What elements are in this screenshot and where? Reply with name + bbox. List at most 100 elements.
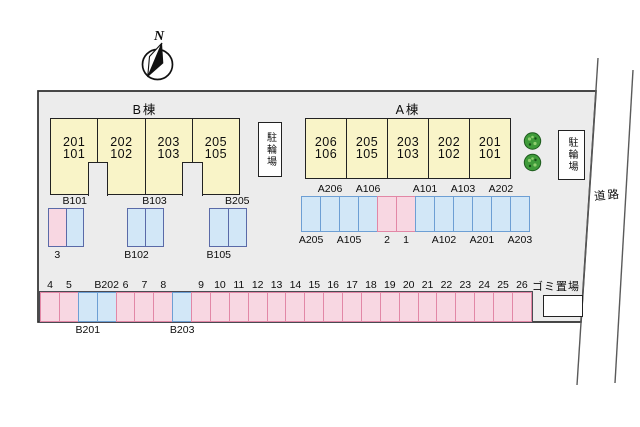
unit-number: 101	[62, 146, 86, 161]
unit-number: 206	[314, 135, 338, 149]
parking-space-4: 4	[40, 279, 61, 322]
unit-number: 103	[396, 146, 420, 161]
parking-space-B105: B105	[206, 209, 231, 261]
parking-space-label: A201	[469, 234, 495, 246]
parking-space-label: 5	[65, 279, 72, 291]
road-edge-left	[576, 57, 599, 386]
trees	[523, 132, 542, 172]
parking-space-label: 24	[478, 279, 490, 291]
unit-number: 102	[110, 146, 133, 161]
parking-space-B205: B205	[225, 195, 250, 246]
garbage-area-label: ゴミ置場	[532, 281, 580, 293]
parking-space-label: 8	[160, 279, 167, 291]
parking-space-label: 25	[497, 279, 509, 291]
parking-space-label: 1	[403, 234, 409, 246]
parking-space-A201: A201	[470, 196, 494, 246]
building-b-entrance-notch-1	[88, 162, 108, 196]
parking-space-7: 7	[134, 279, 155, 322]
bicycle-parking-left: 駐輪場	[258, 122, 282, 177]
parking-space-label: A106	[355, 183, 381, 195]
parking-space-label: 17	[346, 279, 358, 291]
parking-space-6: 6	[115, 279, 136, 322]
unit-number: 202	[110, 135, 133, 149]
compass-needle-black	[147, 43, 164, 77]
parking-space-label: 16	[327, 279, 339, 291]
parking-space-label: 6	[122, 279, 129, 291]
parking-space-label: 13	[270, 279, 283, 291]
parking-space-label: 26	[516, 279, 528, 291]
parking-space-25: 25	[493, 279, 514, 322]
unit-number: 205	[204, 135, 228, 149]
parking-space-A205: A205	[299, 196, 323, 246]
parking-space-15: 15	[304, 279, 325, 322]
bicycle-parking-right: 駐輪場	[558, 130, 585, 180]
parking-space-label: 15	[308, 279, 321, 291]
parking-space-label: A205	[298, 234, 324, 246]
tree-icon	[523, 153, 542, 172]
parking-space-16: 16	[323, 279, 344, 322]
parking-space-label: B105	[206, 249, 232, 261]
parking-space-12: 12	[247, 279, 268, 322]
tree-icon	[523, 132, 542, 150]
parking-space-label: 3	[54, 249, 61, 261]
road-label: 道路	[593, 188, 622, 204]
building-b-name: B棟	[132, 103, 158, 117]
parking-space-22: 22	[436, 279, 457, 322]
parking-space-13: 13	[266, 279, 287, 322]
parking-space-label: B202	[94, 279, 119, 291]
parking-space-label: A101	[412, 183, 438, 195]
parking-space-11: 11	[228, 279, 249, 322]
parking-space-20: 20	[398, 279, 419, 322]
parking-space-A103: A103	[451, 183, 475, 232]
unit-number: 203	[157, 135, 180, 149]
parking-space-8: 8	[153, 279, 174, 322]
parking-space-A102: A102	[432, 196, 456, 246]
road-edge-right	[614, 69, 634, 384]
parking-space-10: 10	[209, 279, 230, 322]
parking-space-label: 21	[421, 279, 434, 291]
parking-space-1: 1	[395, 196, 417, 246]
parking-space-label: 14	[289, 279, 302, 291]
parking-space-label: 9	[198, 279, 204, 291]
parking-space-A101: A101	[413, 183, 437, 232]
parking-space-2: 2	[376, 196, 398, 246]
parking-space-A206: A206	[318, 183, 342, 232]
parking-space-18: 18	[360, 279, 381, 322]
unit-number: 205	[355, 135, 379, 149]
parking-space-label: B102	[124, 249, 149, 261]
parking-space-label: 22	[440, 279, 453, 291]
parking-space-label: B101	[62, 195, 88, 207]
compass-icon	[141, 42, 174, 81]
parking-space-label: A206	[317, 183, 343, 195]
parking-space-label: A202	[488, 183, 514, 195]
parking-space-label: A103	[450, 183, 476, 195]
parking-space-label: 4	[47, 279, 53, 291]
parking-space-label: 12	[251, 279, 264, 291]
parking-space-9: 9	[191, 279, 212, 322]
parking-space-label: 18	[365, 279, 377, 291]
parking-space-B202: B202	[94, 279, 119, 322]
parking-space-B102: B102	[124, 209, 149, 261]
unit-number: 203	[396, 135, 420, 149]
parking-space-A202: A202	[489, 183, 513, 232]
unit-number: 202	[437, 135, 461, 149]
unit-number: 102	[437, 146, 461, 161]
unit-number: 105	[204, 146, 228, 161]
parking-space-19: 19	[379, 279, 400, 322]
parking-space-label: 2	[384, 234, 390, 246]
parking-space-label: B201	[75, 323, 101, 336]
unit-number: 101	[478, 146, 502, 161]
parking-space-label: B205	[224, 195, 250, 207]
parking-space-label: 19	[383, 279, 396, 291]
